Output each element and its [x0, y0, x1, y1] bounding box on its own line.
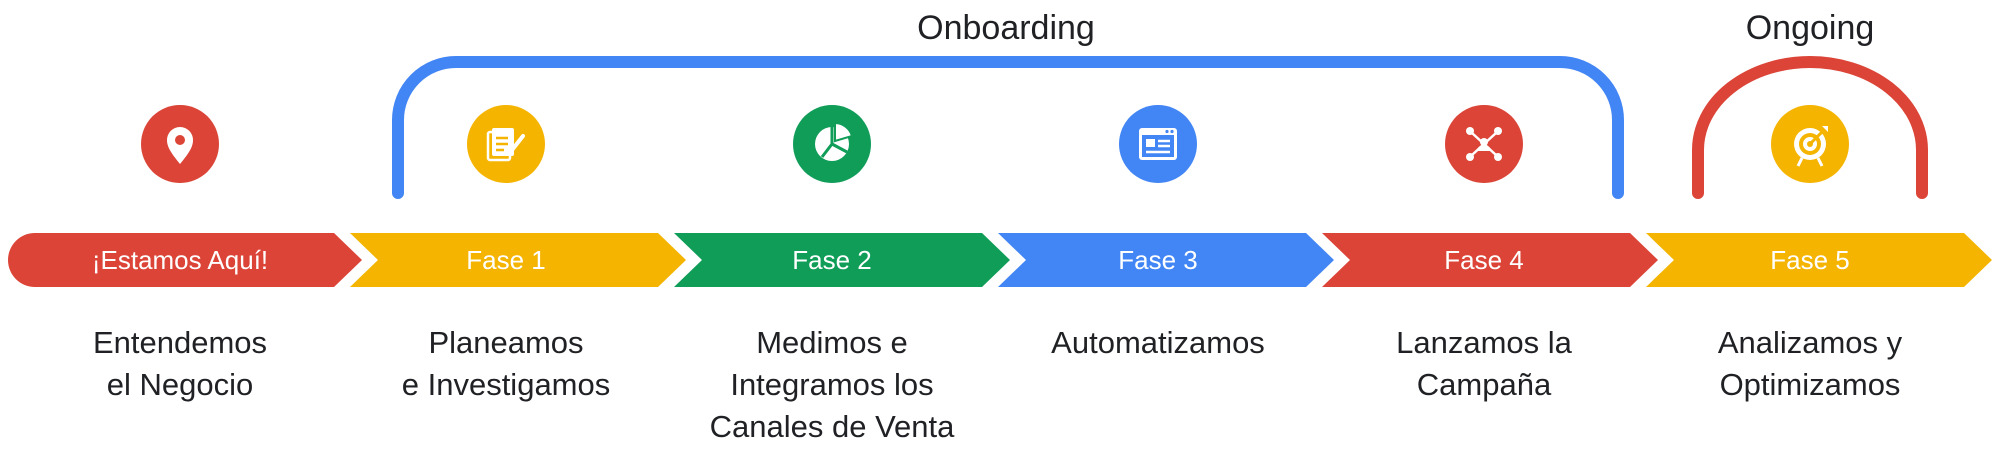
target-icon: [1794, 126, 1828, 167]
stage-description-1: Planeamos e Investigamos: [356, 322, 656, 406]
stage-label-4: Fase 4: [1444, 245, 1524, 275]
stage-description-line: Lanzamos la: [1396, 325, 1572, 360]
stage-description-2: Medimos e Integramos los Canales de Vent…: [682, 322, 982, 448]
stage-description-line: Entendemos: [92, 325, 268, 360]
location-pin-icon: [167, 127, 193, 164]
pie-chart-icon: [815, 121, 854, 161]
stage-description-line: Optimizamos: [1719, 367, 1901, 402]
stage-description-3: Automatizamos: [1008, 322, 1308, 364]
bracket-label-onboarding: Onboarding: [917, 9, 1095, 47]
stage-bar-1: [350, 233, 686, 287]
stage-description-line: e Investigamos: [401, 367, 611, 402]
stage-label-5: Fase 5: [1770, 245, 1850, 275]
stage-label-3: Fase 3: [1118, 245, 1198, 275]
stage-bar-4: [1322, 233, 1658, 287]
stage-description-line: Analizamos y: [1717, 325, 1903, 360]
stage-description-line: Canales de Venta: [709, 409, 955, 444]
stage-description-0: Entendemos el Negocio: [30, 322, 330, 406]
stage-label-1: Fase 1: [466, 245, 546, 275]
stage-description-line: Medimos e: [756, 325, 908, 360]
onboarding-bracket: [392, 56, 1624, 199]
browser-window-icon: [1139, 128, 1177, 160]
bracket-label-ongoing: Ongoing: [1745, 9, 1875, 47]
stage-description-line: el Negocio: [106, 367, 254, 402]
ongoing-bracket: [1692, 56, 1928, 199]
stage-description-5: Analizamos y Optimizamos: [1660, 322, 1960, 406]
stage-description-line: Automatizamos: [1051, 325, 1265, 360]
stage-label-0: ¡Estamos Aquí!: [91, 245, 269, 275]
stage-bar-2: [674, 233, 1010, 287]
stage-label-2: Fase 2: [792, 245, 872, 275]
stage-bar-0: [8, 233, 362, 287]
stage-description-line: Campaña: [1416, 367, 1552, 402]
stage-bar-5: [1646, 233, 1992, 287]
stage-bar-3: [998, 233, 1334, 287]
stage-description-line: Planeamos: [428, 325, 584, 360]
network-people-icon: [1466, 127, 1502, 161]
stage-description-4: Lanzamos la Campaña: [1334, 322, 1634, 406]
planning-document-icon: [486, 128, 525, 162]
stage-description-line: Integramos los: [730, 367, 934, 402]
